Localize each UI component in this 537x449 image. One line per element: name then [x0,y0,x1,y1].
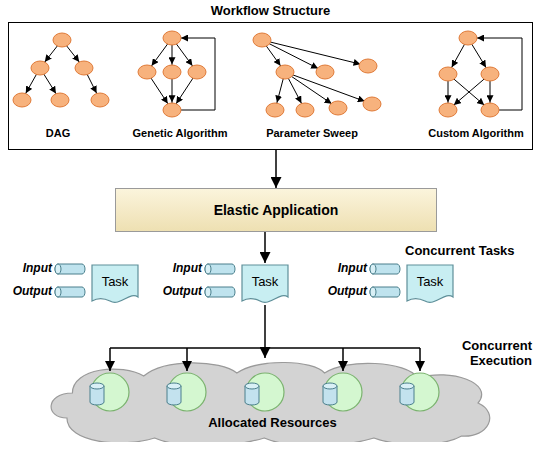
task-path [92,265,138,302]
flow-arrow [264,305,266,358]
node-text: Task [417,274,444,289]
node-text: Elastic Application [214,202,339,218]
frame-heading: Workflow Structure [9,3,532,18]
cloud-path [51,362,490,442]
node-text: Allocated Resources [45,415,500,430]
group-label: Concurrent Tasks [405,243,515,258]
task-path [242,265,288,302]
flow-arrow [275,150,277,188]
port-label: Input [173,261,202,275]
task-shape: Task [405,263,455,305]
flow-arrow [264,232,266,263]
task-shape: Task [240,263,290,305]
port-label: Output [328,284,367,298]
application-box: Elastic Application [115,188,437,232]
group-label: Concurrent Execution [450,338,532,368]
port-label: Input [23,261,52,275]
task-path [407,265,453,302]
node-text: Task [102,274,129,289]
port-label: Output [163,284,202,298]
port-label: Input [338,261,367,275]
task-shape: Task [90,263,140,305]
graph-label: Parameter Sweep [266,127,358,139]
graph-label: Genetic Algorithm [133,127,228,139]
resource-cloud: Allocated Resources [45,358,500,442]
graph-label: DAG [46,127,70,139]
port-label: Output [13,284,52,298]
graph-label: Custom Algorithm [428,127,524,139]
node-text: Task [252,274,279,289]
